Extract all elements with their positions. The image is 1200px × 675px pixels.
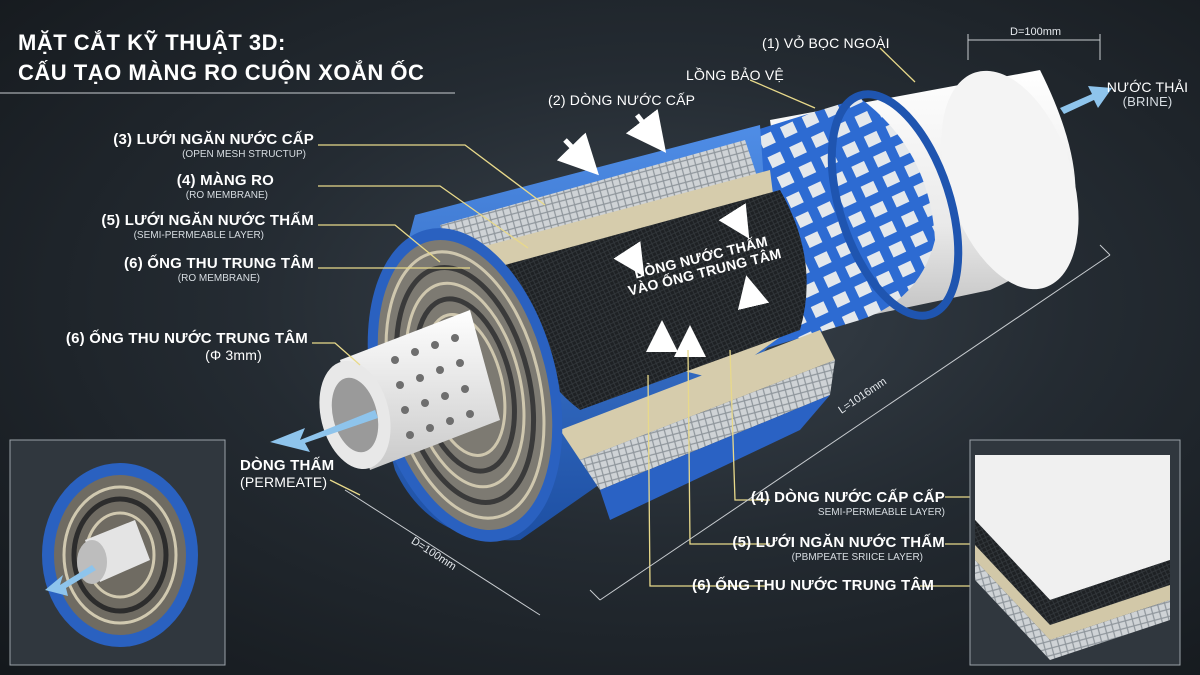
inset-feed-sub: SEMI-PERMEABLE LAYER): [817, 506, 945, 518]
collector-tube-sub: (Φ 3mm): [205, 346, 262, 363]
inset-feed-label: (4) DÒNG NƯỚC CẤP CẤP SEMI-PERMEABLE LAY…: [740, 489, 945, 518]
dimension-lines: [344, 34, 1111, 616]
feed-flow-arrows: [556, 109, 667, 176]
feed-mesh-sub: (OPEN MESH STRUCTUP): [182, 148, 306, 160]
center-tube-main: (6) ỐNG THU TRUNG TÂM: [123, 255, 314, 272]
feed-flow-label: (2) DÒNG NƯỚC CẤP: [548, 92, 696, 108]
permeate-mesh-sub: (SEMI-PERMEABLE LAYER): [133, 229, 264, 241]
page-title: MẶT CẮT KỸ THUẬT 3D: CẤU TẠO MÀNG RO CUỘ…: [18, 28, 424, 87]
inset-mesh-sub: (PBMPEATE SRIICE LAYER): [791, 551, 923, 563]
collector-tube-main: (6) ỐNG THU NƯỚC TRUNG TÂM: [65, 330, 308, 347]
inset-tube-main: (6) ỐNG THU NƯỚC TRUNG TÂM: [692, 577, 935, 594]
feed-mesh-label: (3) LƯỚI NGĂN NƯỚC CẤP (OPEN MESH STRUCT…: [60, 131, 314, 160]
collector-tube-label: (6) ỐNG THU NƯỚC TRUNG TÂM (Φ 3mm): [20, 330, 308, 363]
membrane-body: [382, 125, 835, 541]
brine-sub: (BRINE): [1122, 94, 1173, 110]
title-line-2: CẤU TẠO MÀNG RO CUỘN XOẮN ỐC: [18, 59, 425, 85]
inset-layer-stack: [969, 439, 1181, 666]
title-line-1: MẶT CẮT KỸ THUẬT 3D:: [18, 30, 286, 55]
feed-mesh-main: (3) LƯỚI NGĂN NƯỚC CẤP: [113, 131, 314, 148]
top-diameter-label: D=100mm: [1010, 26, 1062, 38]
perforated-center-tube: [319, 310, 500, 470]
ro-membrane-sub: (RO MEMBRANE): [185, 189, 268, 201]
permeate-mesh-label: (5) LƯỚI NGĂN NƯỚC THẤM (SEMI-PERMEABLE …: [60, 212, 314, 241]
inset-tube-label: (6) ỐNG THU NƯỚC TRUNG TÂM: [692, 577, 935, 595]
ro-membrane-main: (4) MÀNG RO: [176, 172, 274, 189]
inset-mesh-label: (5) LƯỚI NGĂN NƯỚC THẤM (PBMPEATE SRIICE…: [720, 534, 945, 563]
permeate-out-label: DÒNG THẤM (PERMEATE): [240, 457, 335, 490]
permeate-out-arrow: [270, 410, 378, 452]
permeate-mesh-main: (5) LƯỚI NGĂN NƯỚC THẤM: [101, 212, 314, 229]
ro-membrane-label: (4) MÀNG RO (RO MEMBRANE): [60, 172, 314, 201]
inset-feed-main: (4) DÒNG NƯỚC CẤP CẤP: [750, 489, 945, 506]
center-tube-sub: (RO MEMBRANE): [177, 272, 260, 284]
outer-shell-label: (1) VỎ BỌC NGOÀI: [762, 35, 890, 51]
protective-cage-label: LỒNG BẢO VỆ: [686, 67, 784, 83]
inset-mesh-main: (5) LƯỚI NGĂN NƯỚC THẤM: [732, 534, 945, 551]
brine-label: NƯỚC THẢI (BRINE): [1105, 79, 1190, 110]
brine-main: NƯỚC THẢI: [1106, 79, 1189, 95]
permeate-out-sub: (PERMEATE): [240, 473, 328, 490]
inset-end-view: [9, 439, 226, 666]
permeate-out-main: DÒNG THẤM: [240, 457, 335, 474]
permeate-flow-arrows: [613, 203, 770, 357]
brine-arrow: [1060, 86, 1112, 114]
center-tube-label: (6) ỐNG THU TRUNG TÂM (RO MEMBRANE): [60, 255, 314, 284]
